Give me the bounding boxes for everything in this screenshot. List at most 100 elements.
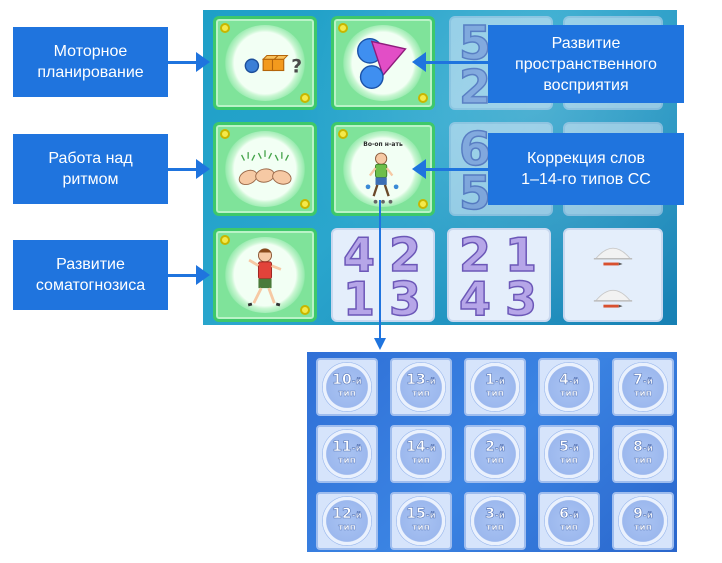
digit: 4	[342, 228, 376, 282]
type-word: тип	[338, 389, 356, 399]
type-number: 11-й	[318, 439, 376, 457]
flower-icon	[220, 23, 230, 33]
type-word: тип	[338, 456, 356, 466]
type-number: 1-й	[466, 372, 524, 390]
card-spatial-perception[interactable]	[331, 16, 435, 110]
flower-icon	[220, 129, 230, 139]
flower-icon	[300, 199, 310, 209]
type-number-value: 3	[485, 506, 495, 523]
type-number-value: 1	[485, 372, 495, 389]
digit: 4	[458, 272, 492, 322]
type-suffix: -й	[568, 377, 580, 388]
shapes-icon	[357, 37, 407, 89]
tile-badge	[322, 429, 372, 479]
type-number: 15-й	[392, 506, 450, 524]
connector-line	[379, 200, 381, 340]
type-number: 5-й	[540, 439, 598, 457]
type-word: тип	[486, 523, 504, 533]
type-word: тип	[560, 389, 578, 399]
arrow	[168, 168, 198, 171]
arrow	[168, 274, 198, 277]
type-word: тип	[634, 389, 652, 399]
type-suffix: -й	[425, 377, 436, 388]
arrow-head	[196, 52, 210, 72]
callout-somatognosis: Развитие соматогнозиса	[13, 240, 168, 310]
flower-icon	[338, 129, 348, 139]
arrow-head	[196, 159, 210, 179]
digit: 1	[342, 272, 376, 322]
tile-badge	[470, 429, 520, 479]
digit: 1	[504, 228, 538, 282]
type-word: тип	[634, 523, 652, 533]
digit: 5	[458, 16, 492, 70]
bell-pencil-icon	[593, 247, 633, 308]
boy-standing-icon	[247, 248, 282, 307]
flower-icon	[300, 305, 310, 315]
boy-walking-icon	[365, 152, 399, 204]
callout-line: Развитие	[56, 256, 125, 273]
type-number-value: 14	[406, 439, 426, 456]
card-motor-planning[interactable]: ?	[213, 16, 317, 110]
type-suffix: -й	[351, 444, 362, 455]
tile-badge	[322, 496, 372, 546]
type-suffix: -й	[494, 444, 506, 455]
card-rhythm[interactable]	[213, 122, 317, 216]
type-suffix: -й	[494, 377, 506, 388]
flower-icon	[300, 93, 310, 103]
type-suffix: -й	[425, 444, 436, 455]
type-number-value: 15	[406, 506, 426, 523]
type-word: тип	[634, 456, 652, 466]
type-word: тип	[412, 389, 430, 399]
number-card[interactable]: 4 2 1 3	[331, 228, 435, 322]
type-number-value: 11	[332, 439, 352, 456]
type-word: тип	[560, 456, 578, 466]
callout-motor-planning: Моторное планирование	[13, 27, 168, 97]
tile-badge	[544, 429, 594, 479]
number-card[interactable]: 2 1 4 3	[447, 228, 551, 322]
digit: 3	[388, 272, 422, 322]
tile-badge	[396, 429, 446, 479]
callout-line: планирование	[37, 64, 144, 81]
tile-badge	[322, 362, 372, 412]
type-suffix: -й	[568, 444, 580, 455]
callout-line: Развитие	[551, 34, 621, 52]
digit: 6	[458, 122, 492, 176]
type-number: 8-й	[614, 439, 672, 457]
type-number: 9-й	[614, 506, 672, 524]
digit: 3	[504, 272, 538, 322]
tile-badge	[618, 429, 668, 479]
type-suffix: -й	[568, 511, 580, 522]
tile-badge	[618, 362, 668, 412]
digit: 5	[458, 166, 492, 216]
type-suffix: -й	[425, 511, 436, 522]
type-number-value: 7	[633, 372, 643, 389]
type-number-value: 8	[633, 439, 643, 456]
type-word: тип	[412, 523, 430, 533]
type-suffix: -й	[642, 444, 654, 455]
type-number: 2-й	[466, 439, 524, 457]
card-somatognosis[interactable]	[213, 228, 317, 322]
type-number: 3-й	[466, 506, 524, 524]
type-number-value: 9	[633, 506, 643, 523]
bell-card[interactable]	[563, 228, 663, 322]
digit: 2	[458, 228, 492, 282]
arrow-head	[412, 159, 426, 179]
callout-rhythm: Работа над ритмом	[13, 134, 168, 204]
callout-line: соматогнозиса	[35, 277, 146, 294]
callout-line: Коррекция слов	[526, 150, 646, 167]
